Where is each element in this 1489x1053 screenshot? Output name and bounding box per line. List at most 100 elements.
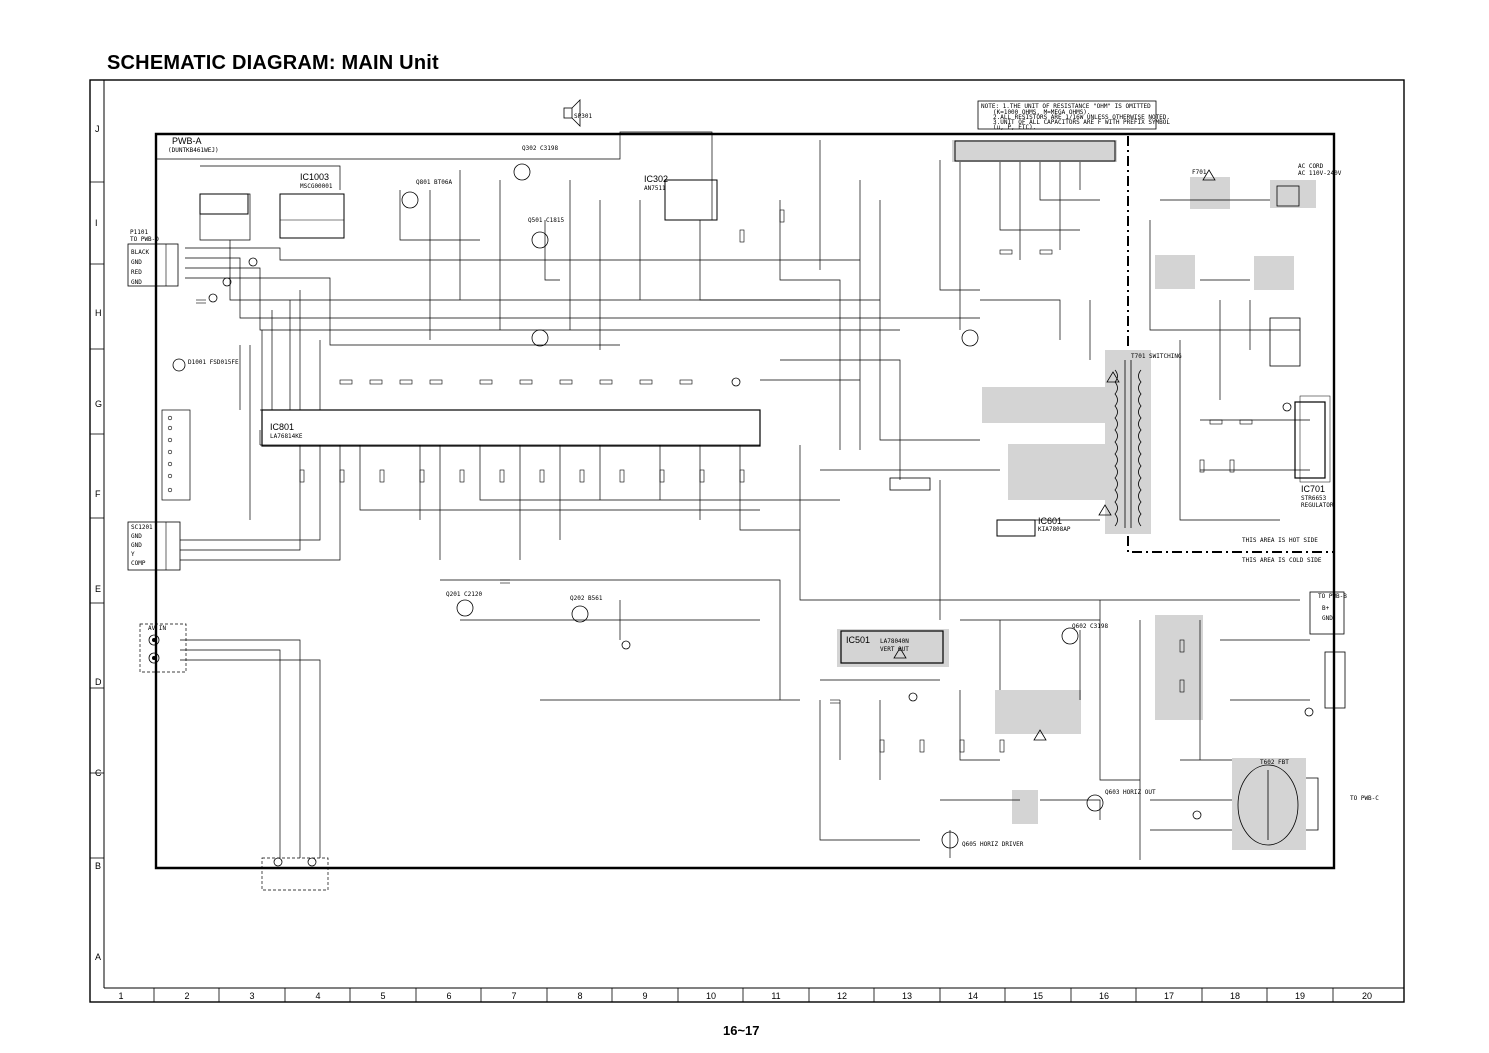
shaded-sub-area xyxy=(1008,444,1106,500)
col-label-9: 9 xyxy=(642,991,647,1001)
note-line-1: NOTE: 1.THE UNIT OF RESISTANCE "OHM" IS … xyxy=(981,103,1151,110)
ic601-name: IC601 xyxy=(1038,516,1062,526)
warning-icon xyxy=(893,647,907,659)
ic801-name: IC801 xyxy=(270,422,294,432)
warning-icons xyxy=(893,169,1216,741)
d1001-label: D1001 FSD015FE xyxy=(188,359,239,366)
row-label-c: C xyxy=(95,768,102,778)
t602-label: T602 FBT xyxy=(1260,759,1289,766)
keypad-connector xyxy=(161,409,191,501)
p1101-pin-2: GND xyxy=(131,259,142,266)
p1101-pin-1: BLACK xyxy=(131,249,149,256)
row-label-a: A xyxy=(95,952,101,962)
col-label-20: 20 xyxy=(1362,991,1372,1001)
ic302: IC302 AN7511 xyxy=(644,174,718,221)
col-label-3: 3 xyxy=(249,991,254,1001)
ic302-name: IC302 xyxy=(644,174,668,184)
connector-fuse-block xyxy=(1324,651,1346,709)
sc1201-pin-3: Y xyxy=(131,551,135,558)
ic801-part: LA76814KE xyxy=(270,433,303,440)
bottom-jacks xyxy=(261,857,329,891)
av-in-label: AV IN xyxy=(148,625,166,632)
shaded-posistor xyxy=(1254,256,1294,290)
connector-to-pwb-c: TO PWB-C xyxy=(1306,777,1379,831)
component-marks xyxy=(196,209,1253,753)
page-number: 16~17 xyxy=(723,1023,760,1038)
q202-label: Q202 B561 xyxy=(570,595,603,602)
row-label-e: E xyxy=(95,584,101,594)
ic1003: IC1003 MSCG00001 xyxy=(279,172,345,239)
row-label-g: G xyxy=(95,399,102,409)
shaded-fbt xyxy=(1232,758,1306,850)
fbt-connector-strip xyxy=(954,140,1116,162)
regulator-box xyxy=(1299,395,1331,483)
col-label-1: 1 xyxy=(118,991,123,1001)
ic501-name: IC501 xyxy=(846,635,870,645)
shaded-line-filter xyxy=(1155,255,1195,289)
shaded-fbt-connector xyxy=(952,140,1117,162)
shaded-ac-fuse xyxy=(1190,177,1230,209)
av-in-jacks: AV IN xyxy=(139,623,187,673)
p1101-pin-4: GND xyxy=(131,279,142,286)
q302-label: Q302 C3198 xyxy=(522,145,559,152)
sp301-label: SP301 xyxy=(574,113,592,120)
p1101-to: TO PWB-D xyxy=(130,236,159,243)
to-pwb-b-pin-1: B+ xyxy=(1322,605,1330,612)
ic601: IC601 KIA7808AP xyxy=(996,516,1071,537)
col-ruler xyxy=(153,988,1334,1002)
connector-sc1201: SC1201 GND GND Y COMP xyxy=(127,521,181,571)
q801-label: Q801 BT06A xyxy=(416,179,453,186)
col-label-17: 17 xyxy=(1164,991,1174,1001)
ac-cord-desc: AC 110V-240V xyxy=(1298,170,1342,177)
col-label-2: 2 xyxy=(184,991,189,1001)
row-label-j: J xyxy=(95,124,100,134)
ac-cord: AC CORD AC 110V-240V xyxy=(1276,163,1342,207)
shaded-regulator-area xyxy=(982,387,1106,423)
to-pwb-b-label: TO PWB-B xyxy=(1318,593,1347,600)
col-label-18: 18 xyxy=(1230,991,1240,1001)
col-label-15: 15 xyxy=(1033,991,1043,1001)
sc1201-name: SC1201 xyxy=(131,524,153,531)
ac-cord-label: AC CORD xyxy=(1298,163,1324,170)
col-label-6: 6 xyxy=(446,991,451,1001)
ic701: IC701 STR6653 REGULATOR xyxy=(1294,401,1334,509)
connector-to-pwb-b: TO PWB-B B+ GND xyxy=(1309,591,1347,635)
row-labels: J I H G F E D C B A xyxy=(95,124,102,962)
shaded-ac-cord xyxy=(1270,180,1316,208)
warning-icon xyxy=(1098,504,1112,516)
row-label-h: H xyxy=(95,308,102,318)
row-label-b: B xyxy=(95,861,101,871)
col-label-7: 7 xyxy=(511,991,516,1001)
row-label-i: I xyxy=(95,218,98,228)
ic501-desc: VERT OUT xyxy=(880,646,909,653)
row-label-d: D xyxy=(95,677,102,687)
warning-icon xyxy=(1033,729,1047,741)
board-label: PWB-A xyxy=(172,136,202,146)
q605-label: Q605 HORIZ DRIVER xyxy=(962,841,1024,848)
ref-markers xyxy=(208,257,1314,820)
hot-side-boundary xyxy=(1127,136,1334,553)
ic1003-name: IC1003 xyxy=(300,172,329,182)
row-label-f: F xyxy=(95,489,101,499)
p1101-name: P1101 xyxy=(130,229,148,236)
col-labels: 1 2 3 4 5 6 7 8 9 10 11 12 13 14 15 16 1… xyxy=(118,991,1372,1001)
row-ruler xyxy=(90,181,104,859)
col-label-10: 10 xyxy=(706,991,716,1001)
col-label-12: 12 xyxy=(837,991,847,1001)
transistor-labels: Q801 BT06A Q302 C3198 Q501 C1815 Q602 C3… xyxy=(188,113,1207,848)
ic601-part: KIA7808AP xyxy=(1038,526,1071,533)
shaded-regions xyxy=(837,140,1316,850)
page-title: SCHEMATIC DIAGRAM: MAIN Unit xyxy=(107,52,439,74)
q501-label: Q501 C1815 xyxy=(528,217,565,224)
col-label-16: 16 xyxy=(1099,991,1109,1001)
area-notes: THIS AREA IS HOT SIDE THIS AREA IS COLD … xyxy=(1242,537,1322,564)
note-line-2: (K=1000 OHMS, M=MEGA OHMS). xyxy=(993,109,1091,116)
remote-receiver xyxy=(199,193,249,215)
shaded-ic501 xyxy=(837,629,949,667)
col-label-14: 14 xyxy=(968,991,978,1001)
ic1003-part: MSCG00001 xyxy=(300,183,333,190)
note-line-5: (u, P, ETC). xyxy=(993,124,1036,131)
shaded-switching-transformer xyxy=(1105,350,1151,534)
connector-p1101: P1101 TO PWB-D BLACK GND RED GND xyxy=(127,229,179,287)
q603-label: Q603 HORIZ OUT xyxy=(1105,789,1156,796)
